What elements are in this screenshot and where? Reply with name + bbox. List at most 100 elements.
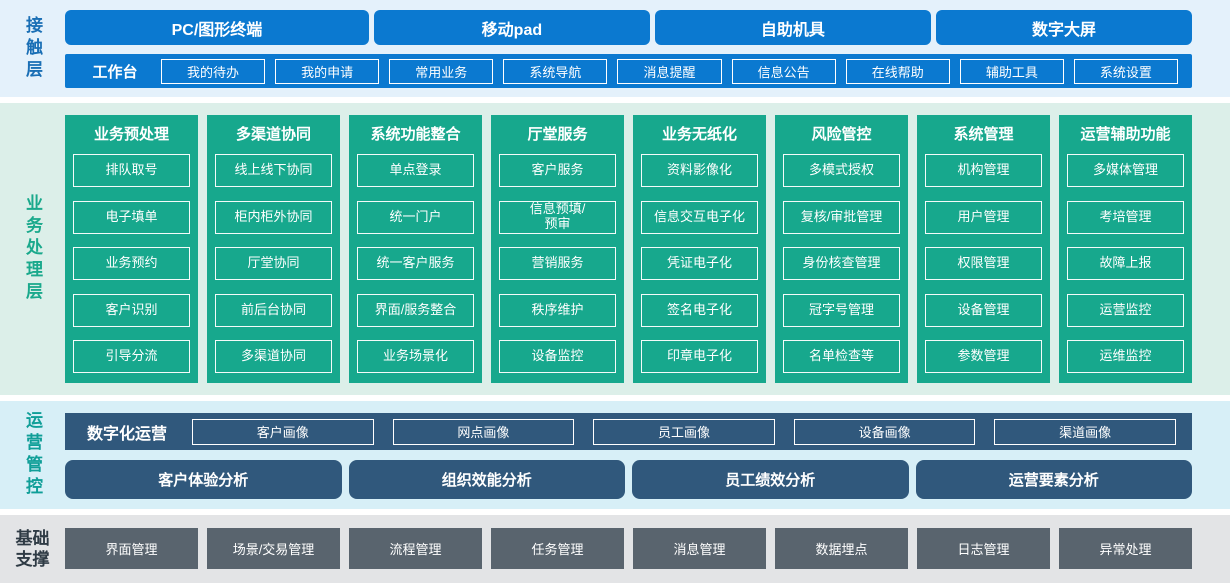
module-box: 引导分流 (73, 340, 190, 373)
column-title: 风险管控 (811, 126, 872, 143)
terminal-pad: 移动pad (373, 10, 650, 45)
foundation-log-management: 日志管理 (917, 528, 1050, 569)
portrait-branch: 网点画像 (392, 418, 575, 445)
module-box: 统一门户 (357, 200, 474, 234)
module-box: 多渠道协同 (215, 340, 332, 373)
terminal-self-service: 自助机具 (654, 10, 931, 45)
module-box: 考培管理 (1067, 200, 1184, 234)
operations-layer-label: 运营管控 (23, 411, 42, 499)
module-box: 名单检查等 (783, 340, 900, 373)
foundation-message-management: 消息管理 (633, 528, 766, 569)
digital-operations-bar: 数字化运营 客户画像 网点画像 员工画像 设备画像 渠道画像 (65, 413, 1192, 450)
module-box: 冠字号管理 (783, 293, 900, 327)
operations-layer-content: 数字化运营 客户画像 网点画像 员工画像 设备画像 渠道画像 客户体验分析 组织… (65, 401, 1192, 509)
foundation-layer-label: 基础支撑 (15, 528, 50, 569)
workbench-item-info-bulletin: 信息公告 (731, 58, 836, 84)
terminal-big-screen: 数字大屏 (935, 10, 1192, 45)
contact-layer-label-cell: 接触层 (0, 0, 65, 97)
module-box: 业务场景化 (357, 340, 474, 373)
foundation-scene-transaction: 场景/交易管理 (207, 528, 340, 569)
business-column-system-management: 系统管理 机构管理 用户管理 权限管理 设备管理 参数管理 (917, 115, 1050, 383)
module-box: 厅堂协同 (215, 247, 332, 280)
terminal-pc: PC/图形终端 (65, 10, 369, 45)
portrait-channel: 渠道画像 (994, 418, 1176, 445)
column-title: 多渠道协同 (235, 126, 311, 143)
contact-layer-content: PC/图形终端 移动pad 自助机具 数字大屏 工作台 我的待办 我的申请 常用… (65, 0, 1192, 97)
module-box: 排队取号 (73, 154, 190, 187)
analysis-row: 客户体验分析 组织效能分析 员工绩效分析 运营要素分析 (65, 460, 1192, 499)
module-box: 单点登录 (357, 154, 474, 187)
foundation-task-management: 任务管理 (491, 528, 624, 569)
operations-layer: 运营管控 数字化运营 客户画像 网点画像 员工画像 设备画像 渠道画像 客户体验… (0, 401, 1230, 509)
analysis-org-efficiency: 组织效能分析 (348, 460, 625, 499)
analysis-ops-elements: 运营要素分析 (915, 460, 1192, 499)
module-box: 业务预约 (73, 247, 190, 280)
workbench-item-system-settings: 系统设置 (1073, 58, 1178, 84)
module-box: 客户服务 (499, 154, 616, 187)
business-column-lobby-service: 厅堂服务 客户服务 信息预填/ 预审 营销服务 秩序维护 设备监控 (491, 115, 624, 383)
column-title: 业务无纸化 (661, 126, 737, 143)
foundation-layer: 基础支撑 界面管理 场景/交易管理 流程管理 任务管理 消息管理 数据埋点 日志… (0, 515, 1230, 583)
workbench-item-online-help: 在线帮助 (845, 58, 950, 84)
portrait-customer: 客户画像 (192, 418, 374, 445)
module-box: 多模式授权 (783, 154, 900, 187)
module-box: 故障上报 (1067, 247, 1184, 280)
business-column-preprocessing: 业务预处理 排队取号 电子填单 业务预约 客户识别 引导分流 (65, 115, 198, 383)
contact-layer: 接触层 PC/图形终端 移动pad 自助机具 数字大屏 工作台 我的待办 我的申… (0, 0, 1230, 97)
business-layer-label-cell: 业务处理层 (0, 103, 65, 395)
module-box: 用户管理 (925, 200, 1042, 234)
foundation-ui-management: 界面管理 (65, 528, 198, 569)
column-title: 系统管理 (953, 126, 1014, 143)
module-box: 身份核查管理 (783, 247, 900, 280)
workbench-bar: 工作台 我的待办 我的申请 常用业务 系统导航 消息提醒 信息公告 在线帮助 辅… (65, 54, 1192, 88)
module-box: 营销服务 (499, 247, 616, 280)
module-box: 复核/审批管理 (783, 200, 900, 234)
business-column-multichannel: 多渠道协同 线上线下协同 柜内柜外协同 厅堂协同 前后台协同 多渠道协同 (207, 115, 340, 383)
workbench-item-todo: 我的待办 (161, 58, 266, 84)
business-layer-content: 业务预处理 排队取号 电子填单 业务预约 客户识别 引导分流 多渠道协同 线上线… (65, 103, 1192, 395)
portrait-device: 设备画像 (793, 418, 976, 445)
contact-layer-label: 接触层 (23, 15, 42, 82)
column-title: 业务预处理 (93, 126, 169, 143)
terminal-row: PC/图形终端 移动pad 自助机具 数字大屏 (65, 10, 1192, 45)
module-box: 客户识别 (73, 293, 190, 327)
module-box: 电子填单 (73, 200, 190, 234)
column-title: 运营辅助功能 (1080, 126, 1171, 143)
module-box: 权限管理 (925, 247, 1042, 280)
column-title: 系统功能整合 (370, 126, 461, 143)
analysis-customer-experience: 客户体验分析 (65, 460, 342, 499)
workbench-item-common-business: 常用业务 (389, 58, 494, 84)
workbench-item-applications: 我的申请 (275, 58, 380, 84)
workbench-item-message-reminder: 消息提醒 (617, 58, 722, 84)
digital-operations-label: 数字化运营 (86, 425, 167, 443)
module-box: 机构管理 (925, 154, 1042, 187)
business-column-risk-control: 风险管控 多模式授权 复核/审批管理 身份核查管理 冠字号管理 名单检查等 (775, 115, 908, 383)
column-title: 厅堂服务 (527, 126, 588, 143)
module-box: 签名电子化 (641, 293, 758, 327)
foundation-exception-handling: 异常处理 (1059, 528, 1192, 569)
business-columns: 业务预处理 排队取号 电子填单 业务预约 客户识别 引导分流 多渠道协同 线上线… (65, 115, 1192, 383)
business-column-paperless: 业务无纸化 资料影像化 信息交互电子化 凭证电子化 签名电子化 印章电子化 (633, 115, 766, 383)
module-box: 前后台协同 (215, 293, 332, 327)
module-box: 凭证电子化 (641, 247, 758, 280)
module-box: 印章电子化 (641, 340, 758, 373)
module-box: 设备管理 (925, 293, 1042, 327)
foundation-data-tracking: 数据埋点 (775, 528, 908, 569)
business-layer: 业务处理层 业务预处理 排队取号 电子填单 业务预约 客户识别 引导分流 多渠道… (0, 103, 1230, 395)
module-box: 参数管理 (925, 340, 1042, 373)
foundation-process-management: 流程管理 (349, 528, 482, 569)
module-box: 信息预填/ 预审 (499, 200, 616, 234)
operations-layer-label-cell: 运营管控 (0, 401, 65, 509)
business-column-system-integration: 系统功能整合 单点登录 统一门户 统一客户服务 界面/服务整合 业务场景化 (349, 115, 482, 383)
module-box: 运营监控 (1067, 293, 1184, 327)
module-box: 柜内柜外协同 (215, 200, 332, 234)
module-box: 设备监控 (499, 340, 616, 373)
module-box: 线上线下协同 (215, 154, 332, 187)
module-box: 运维监控 (1067, 340, 1184, 373)
module-box: 多媒体管理 (1067, 154, 1184, 187)
business-column-ops-auxiliary: 运营辅助功能 多媒体管理 考培管理 故障上报 运营监控 运维监控 (1059, 115, 1192, 383)
workbench-label: 工作台 (92, 63, 138, 81)
foundation-layer-label-cell: 基础支撑 (0, 515, 65, 583)
foundation-row: 界面管理 场景/交易管理 流程管理 任务管理 消息管理 数据埋点 日志管理 异常… (65, 528, 1192, 569)
module-box: 信息交互电子化 (641, 200, 758, 234)
